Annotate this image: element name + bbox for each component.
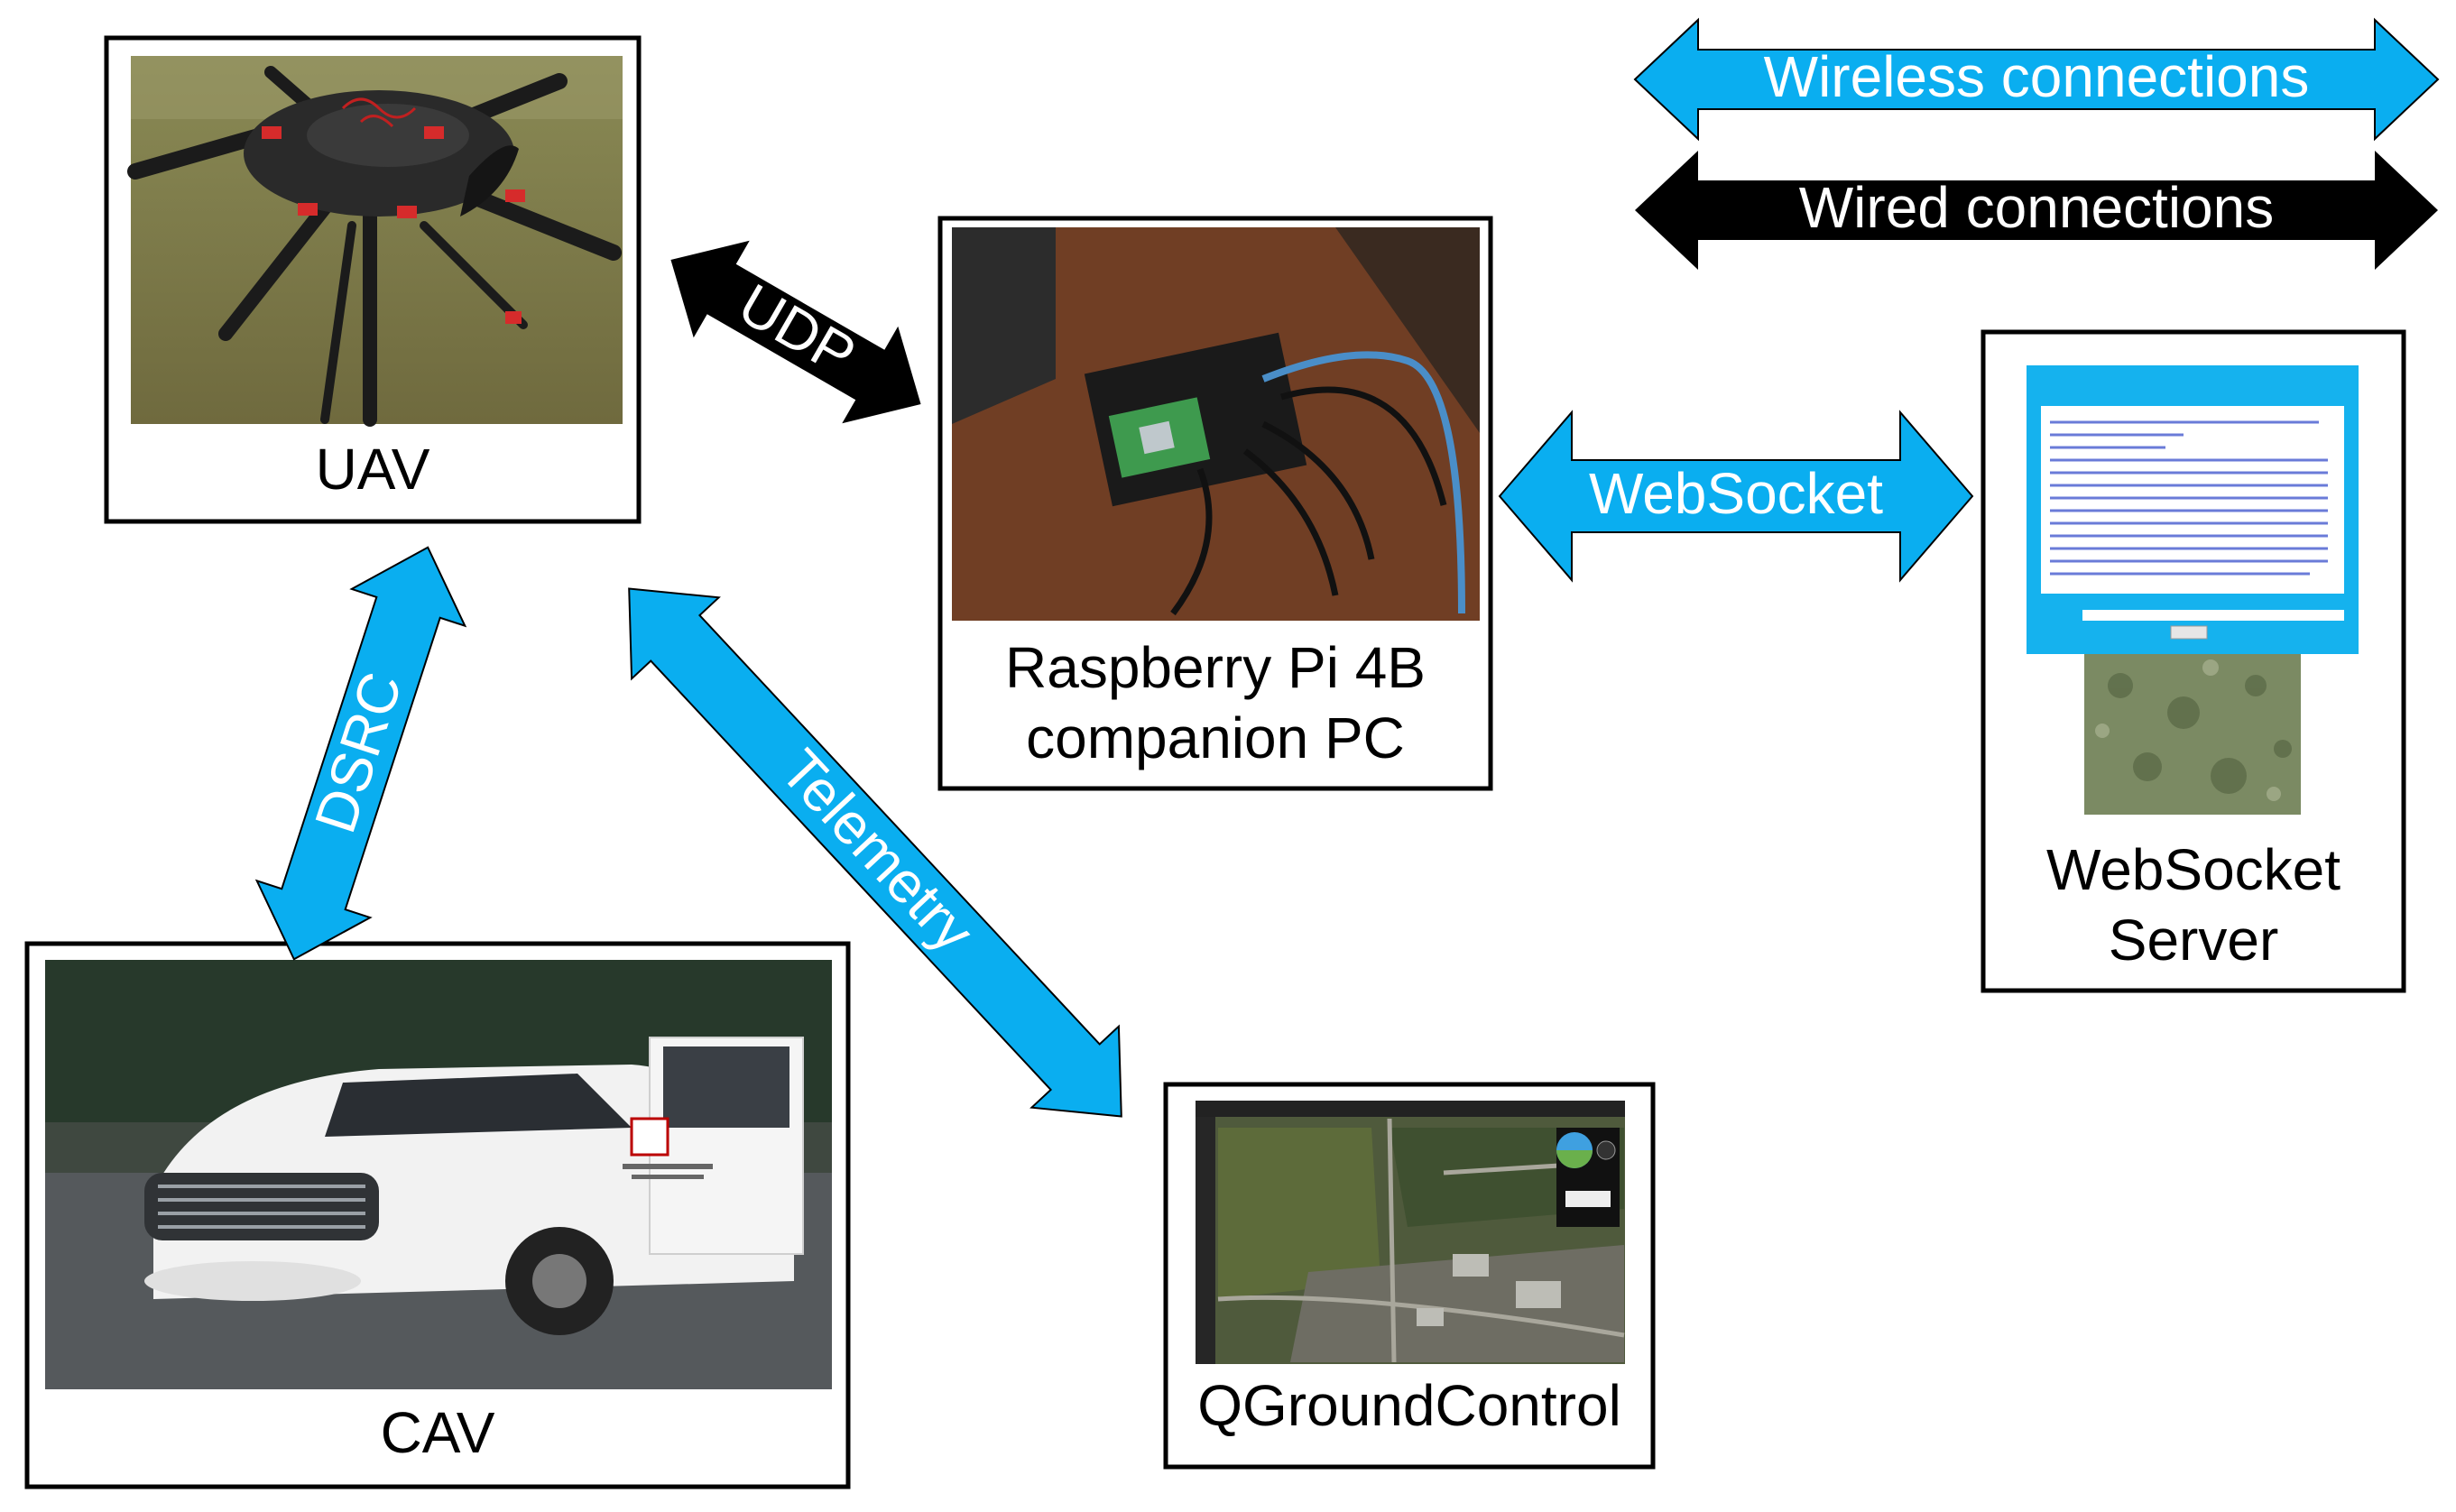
telemetry-arrow-shape [628, 587, 1122, 1118]
node-raspberry-pi: Raspberry Pi 4B companion PC [937, 216, 1493, 791]
ws-label-line1: WebSocket [2046, 837, 2341, 902]
node-qgroundcontrol: QGroundControl [1163, 1082, 1656, 1470]
legend: Wireless connections Wired connections [1633, 17, 2440, 270]
legend-wireless-shape [1633, 17, 2440, 142]
udp-arrow-shape [670, 240, 921, 424]
websocket-label: WebSocket [1589, 461, 1883, 526]
legend-wireless-label: Wireless connections [1764, 44, 2310, 109]
dsrc-label: DSRC [302, 665, 415, 841]
qgroundcontrol-map-screenshot [1196, 1101, 1625, 1364]
websocket-arrow-shape [1498, 410, 1974, 583]
websocket-test-page-screenshot [2027, 365, 2359, 815]
connection-udp: UDP [670, 240, 921, 424]
node-cav: CAV [24, 941, 851, 1489]
dsrc-arrow-shape [254, 546, 467, 961]
qgc-label: QGroundControl [1197, 1373, 1621, 1438]
connected-vehicle-photo [45, 960, 832, 1389]
legend-wireless-arrow: Wireless connections [1633, 17, 2440, 142]
connection-dsrc: DSRC [254, 546, 467, 961]
hexacopter-drone-photo [127, 56, 623, 427]
legend-wired-arrow: Wired connections [1635, 151, 2438, 270]
node-uav: UAV [104, 35, 642, 524]
node-websocket-server: WebSocket Server [1980, 329, 2406, 993]
ws-label-line2: Server [2109, 908, 2279, 973]
legend-wired-label: Wired connections [1799, 175, 2274, 240]
legend-wired-shape [1635, 151, 2438, 270]
cav-label: CAV [381, 1400, 495, 1465]
raspberry-pi-board-photo [952, 227, 1480, 621]
rpi-label-line1: Raspberry Pi 4B [1005, 635, 1426, 700]
uav-label: UAV [316, 437, 430, 502]
rpi-label-line2: companion PC [1026, 705, 1405, 770]
connection-websocket: WebSocket [1498, 410, 1974, 583]
